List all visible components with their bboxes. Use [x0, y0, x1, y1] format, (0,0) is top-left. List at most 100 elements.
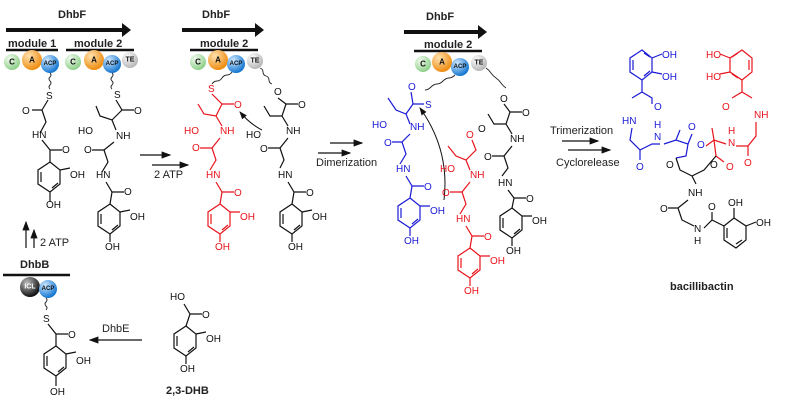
svg-text:HO: HO	[246, 130, 261, 141]
svg-text:HO: HO	[372, 120, 387, 131]
domain-icl: ICL	[20, 277, 40, 297]
svg-text:S: S	[114, 90, 121, 101]
svg-text:DhbB: DhbB	[20, 259, 49, 271]
svg-text:O: O	[500, 94, 508, 105]
arrow-atp-right: 2 ATP	[140, 151, 190, 181]
svg-text:C: C	[70, 58, 76, 67]
arrow-dimerization: Dimerization	[316, 139, 377, 169]
svg-text:O: O	[192, 143, 200, 154]
svg-text:OH: OH	[288, 242, 303, 253]
domain-c: C	[4, 54, 20, 70]
svg-text:OH: OH	[464, 286, 479, 297]
svg-text:OH: OH	[404, 236, 419, 247]
svg-text:ACP: ACP	[230, 61, 243, 67]
svg-text:ACP: ACP	[106, 61, 119, 67]
svg-text:DhbF: DhbF	[426, 11, 454, 23]
svg-text:HO: HO	[170, 292, 185, 303]
svg-text:O: O	[726, 162, 734, 173]
arrow-trimerization-cyclorelease: Trimerization Cyclorelease	[550, 125, 620, 169]
module-label: module 1	[8, 38, 56, 50]
svg-text:O: O	[442, 188, 450, 199]
svg-text:ACP: ACP	[42, 286, 55, 292]
svg-text:O: O	[466, 130, 474, 141]
svg-text:O: O	[688, 122, 696, 133]
svg-text:ACP: ACP	[44, 61, 57, 67]
svg-text:NH: NH	[688, 188, 702, 199]
svg-text:NH: NH	[286, 126, 300, 137]
svg-text:C: C	[9, 58, 15, 67]
svg-text:O: O	[660, 204, 668, 215]
svg-text:Trimerization: Trimerization	[550, 125, 613, 137]
compound-label-dhb: 2,3-DHB	[166, 385, 209, 397]
dhb-molecule: HO O OH OH 2,3-DHB	[166, 292, 221, 397]
module-label: module 2	[74, 38, 122, 50]
svg-text:Cyclorelease: Cyclorelease	[556, 157, 620, 169]
svg-text:module 2: module 2	[200, 38, 248, 50]
svg-text:OH: OH	[105, 242, 120, 253]
svg-text:OH: OH	[130, 212, 145, 223]
svg-text:O: O	[260, 144, 268, 155]
svg-text:OH: OH	[50, 387, 65, 398]
svg-text:NH: NH	[510, 134, 524, 145]
svg-text:O: O	[408, 82, 416, 93]
svg-text:OH: OH	[180, 364, 195, 375]
svg-text:OH: OH	[70, 170, 85, 181]
svg-text:NH: NH	[754, 110, 768, 121]
svg-text:OH: OH	[206, 334, 221, 345]
domain-a: A	[208, 50, 228, 70]
svg-text:O: O	[424, 182, 432, 193]
svg-text:Dimerization: Dimerization	[316, 157, 377, 169]
svg-text:HN: HN	[498, 178, 512, 189]
svg-text:O: O	[124, 187, 132, 198]
bacillibactin-structure: OH OH O HN O N H O O HO HO O NH O N H O …	[622, 49, 771, 293]
svg-text:O: O	[522, 108, 530, 119]
svg-text:A: A	[29, 56, 35, 65]
domain-c: C	[190, 54, 206, 70]
panel-2-dhbf: DhbF module 2 C A ACP TE	[182, 9, 273, 85]
svg-text:N: N	[728, 138, 735, 149]
svg-text:OH: OH	[490, 256, 505, 267]
svg-text:OH: OH	[215, 242, 230, 253]
dhb-gly-thr-thioester: S O HO NH O HN O OH OH	[78, 90, 145, 253]
svg-text:HN: HN	[206, 170, 220, 181]
svg-text:O: O	[697, 140, 705, 151]
svg-text:HO: HO	[706, 50, 721, 61]
svg-text:HN: HN	[32, 130, 46, 141]
domain-acp: ACP	[227, 55, 245, 73]
svg-text:DhbE: DhbE	[102, 323, 130, 335]
svg-text:TE: TE	[126, 57, 135, 64]
svg-text:N: N	[654, 132, 661, 143]
svg-text:C: C	[195, 58, 201, 67]
svg-text:O: O	[478, 124, 486, 135]
domain-te: TE	[122, 52, 138, 68]
phosphopantetheine-linker	[110, 72, 114, 90]
svg-text:O: O	[722, 102, 730, 113]
domain-a: A	[22, 50, 42, 70]
svg-text:C: C	[420, 60, 426, 69]
svg-text:A: A	[91, 56, 97, 65]
svg-text:O: O	[234, 188, 242, 199]
panel-1-dhbf: DhbF module 1 module 2 C A ACP C A ACP T…	[4, 9, 138, 90]
domain-acp: ACP	[39, 280, 57, 298]
svg-text:OH: OH	[312, 212, 327, 223]
svg-text:O: O	[134, 106, 142, 117]
nucleophilic-attack-arrow	[239, 111, 263, 131]
domain-te: TE	[471, 55, 487, 71]
svg-text:H: H	[654, 120, 661, 131]
svg-text:ICL: ICL	[24, 284, 36, 291]
domain-a: A	[84, 50, 104, 70]
svg-text:OH: OH	[506, 246, 521, 257]
enzyme-label-dhbf: DhbF	[58, 9, 86, 21]
svg-text:A: A	[439, 58, 445, 67]
arrow-dhbe: DhbE	[88, 323, 142, 344]
blue-dhb-gly-thr: O S HO NH O HN O OH OH	[372, 82, 445, 247]
domain-c: C	[415, 56, 431, 72]
svg-text:O: O	[384, 138, 392, 149]
svg-text:A: A	[215, 56, 221, 65]
svg-text:OH: OH	[46, 200, 61, 211]
svg-text:HN: HN	[396, 164, 410, 175]
dhbb-enzyme: DhbB ICL ACP S O OH OH	[3, 259, 91, 398]
black-chain-panel3: O O O NH O HN O OH OH	[478, 94, 547, 257]
compound-label-bacillibactin: bacillibactin	[670, 281, 734, 293]
